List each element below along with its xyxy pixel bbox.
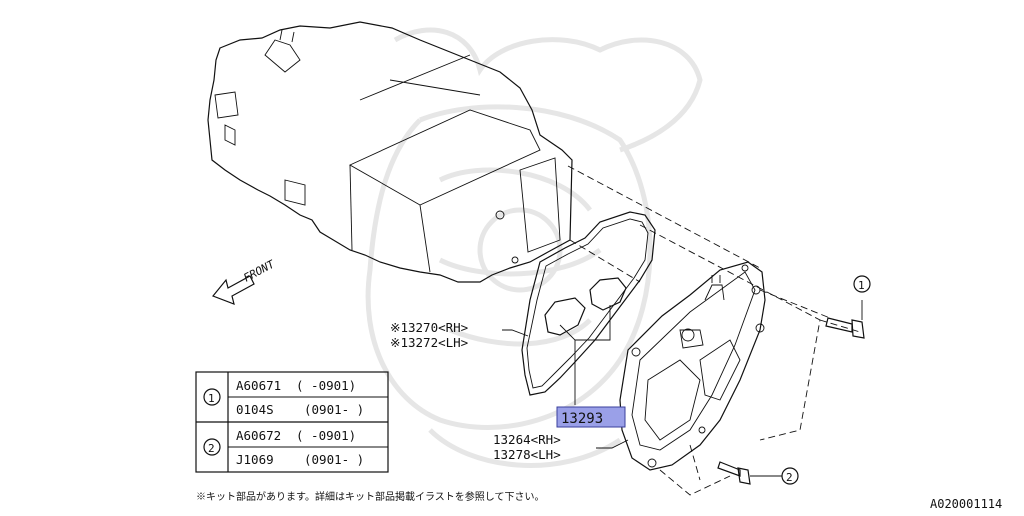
part-labels: ※13270<RH> ※13272<LH> 13293 13264<RH> 13… — [390, 305, 629, 462]
cover-lh-label: 13278<LH> — [493, 447, 561, 462]
gasket-lh-label: ※13272<LH> — [390, 335, 468, 350]
seal-label-highlight — [556, 406, 626, 428]
seal-label: 13293 — [561, 411, 603, 427]
table-row-3-range: ( -0901) — [296, 428, 356, 443]
table-row-2-range: (0901- ) — [304, 402, 364, 417]
table-row-4-range: (0901- ) — [304, 452, 364, 467]
engine-block-illustration — [207, 21, 573, 283]
parts-table: 1 2 A60671 ( -0901) 0104S (0901- ) A6067… — [195, 371, 389, 473]
front-label: FRONT — [241, 257, 278, 285]
table-row-2-part: 0104S — [236, 402, 274, 417]
figure-id: A020001114 — [930, 497, 1002, 511]
front-direction-arrow: FRONT — [212, 257, 278, 305]
cover-rh-label: 13264<RH> — [493, 432, 561, 447]
callout-2-label: 2 — [786, 471, 793, 484]
table-row-4-part: J1069 — [236, 452, 274, 467]
table-row-1-part: A60671 — [236, 378, 281, 393]
table-row-3-num: 2 — [208, 442, 215, 455]
table-row-3-part: A60672 — [236, 428, 281, 443]
gasket-rh-label: ※13270<RH> — [390, 320, 468, 335]
valve-cover — [619, 261, 766, 471]
valve-cover-gasket — [521, 211, 656, 396]
kit-footnote: ※キット部品があります。詳細はキット部品掲載イラストを参照して下さい。 — [196, 490, 545, 503]
bolt-2: 2 — [717, 461, 799, 485]
bolt-1: 1 — [825, 275, 871, 339]
table-row-1-range: ( -0901) — [296, 378, 356, 393]
callout-1-label: 1 — [858, 279, 865, 292]
watermark-logo — [365, 27, 703, 468]
table-row-1-num: 1 — [208, 392, 215, 405]
